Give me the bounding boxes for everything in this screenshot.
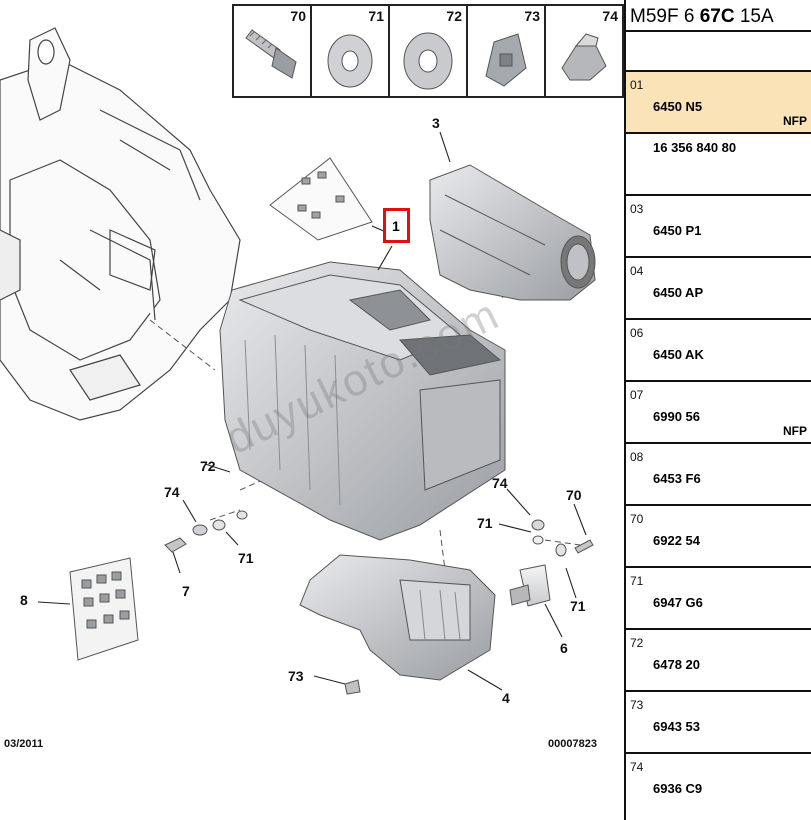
bracket-part xyxy=(509,564,551,607)
clip-kit-card xyxy=(269,157,373,241)
callout-3[interactable]: 3 xyxy=(432,115,440,131)
part-row-03[interactable]: 03 6450 P1 xyxy=(626,196,811,258)
part-ref: 01 xyxy=(630,78,644,92)
callout-71[interactable]: 71 xyxy=(570,598,586,614)
part-row-71[interactable]: 71 6947 G6 xyxy=(626,568,811,630)
part-ref: 07 xyxy=(630,388,644,402)
part-code: 6450 P1 xyxy=(653,223,702,238)
exploded-parts-diagram: 70 71 72 73 74 1 xyxy=(0,4,624,750)
selected-callout-1[interactable]: 1 xyxy=(383,208,410,243)
fastener-shapes xyxy=(164,510,594,695)
panel-header: M59F 6 67C 15A xyxy=(626,0,811,32)
part-code: 6453 F6 xyxy=(653,471,701,486)
footer-date: 03/2011 xyxy=(4,738,44,750)
flange-nut-icon xyxy=(561,33,607,81)
thumb-number: 70 xyxy=(290,8,306,24)
thumb-70[interactable]: 70 xyxy=(232,4,312,98)
part-code: 6478 20 xyxy=(653,657,700,672)
thumb-number: 71 xyxy=(368,8,384,24)
part-ref: 08 xyxy=(630,450,644,464)
thumb-number: 73 xyxy=(524,8,540,24)
left-housing-outline xyxy=(0,27,241,421)
callout-label: 1 xyxy=(392,218,400,234)
part-row-74[interactable]: 74 6936 C9 xyxy=(626,754,811,816)
part-row-04[interactable]: 04 6450 AP xyxy=(626,258,811,320)
clip-nut-icon xyxy=(485,33,527,87)
part-row-70[interactable]: 70 6922 54 xyxy=(626,506,811,568)
callout-73[interactable]: 73 xyxy=(288,668,304,684)
header-prefix: M59F 6 xyxy=(630,6,695,27)
part-ref: 06 xyxy=(630,326,644,340)
part-alt-code: 16 356 840 80 xyxy=(653,140,737,155)
duct-part xyxy=(429,164,596,301)
part-tag: NFP xyxy=(783,424,807,438)
part-code: 6943 53 xyxy=(653,719,700,734)
part-alt-row[interactable]: 16 356 840 80 xyxy=(626,134,811,196)
washer-icon xyxy=(327,34,373,88)
callout-71[interactable]: 71 xyxy=(238,550,254,566)
part-ref: 04 xyxy=(630,264,644,278)
part-row-08[interactable]: 08 6453 F6 xyxy=(626,444,811,506)
thumb-74[interactable]: 74 xyxy=(544,4,624,98)
part-row-73[interactable]: 73 6943 53 xyxy=(626,692,811,754)
leader-lines xyxy=(37,131,587,691)
panel-blank-row xyxy=(626,32,811,72)
part-row-72[interactable]: 72 6478 20 xyxy=(626,630,811,692)
thumb-73[interactable]: 73 xyxy=(466,4,546,98)
washer-icon xyxy=(403,32,453,90)
part-code: 6450 AP xyxy=(653,285,704,300)
part-code: 6450 AK xyxy=(653,347,704,362)
part-row-01[interactable]: 01 6450 N5 NFP xyxy=(626,72,811,134)
part-ref: 74 xyxy=(630,760,644,774)
callout-4[interactable]: 4 xyxy=(502,690,510,706)
thumb-72[interactable]: 72 xyxy=(388,4,468,98)
part-ref: 71 xyxy=(630,574,644,588)
header-bold: 67C xyxy=(699,6,735,27)
callout-72[interactable]: 72 xyxy=(200,458,216,474)
part-code: 6922 54 xyxy=(653,533,700,548)
callout-6[interactable]: 6 xyxy=(560,640,568,656)
callout-70[interactable]: 70 xyxy=(566,487,582,503)
part-ref: 03 xyxy=(630,202,644,216)
callout-74[interactable]: 74 xyxy=(164,484,180,500)
part-code: 6450 N5 xyxy=(653,99,703,114)
part-code: 6990 56 xyxy=(653,409,700,424)
part-ref: 72 xyxy=(630,636,644,650)
screw-icon xyxy=(245,29,297,79)
lower-tray-part xyxy=(299,554,496,681)
callout-74[interactable]: 74 xyxy=(492,475,508,491)
parts-list-panel: M59F 6 67C 15A 01 6450 N5 NFP 16 356 840… xyxy=(624,0,811,820)
part-ref: 73 xyxy=(630,698,644,712)
main-housing-part xyxy=(219,261,506,541)
footer-ref: 00007823 xyxy=(548,738,597,750)
part-code: 6947 G6 xyxy=(653,595,703,610)
part-row-07[interactable]: 07 6990 56 NFP xyxy=(626,382,811,444)
callout-7[interactable]: 7 xyxy=(182,583,190,599)
thumb-71[interactable]: 71 xyxy=(310,4,390,98)
part-code: 6936 C9 xyxy=(653,781,703,796)
part-tag: NFP xyxy=(783,114,807,128)
part-row-06[interactable]: 06 6450 AK xyxy=(626,320,811,382)
thumb-number: 74 xyxy=(602,8,618,24)
part-ref: 70 xyxy=(630,512,644,526)
thumb-number: 72 xyxy=(446,8,462,24)
callout-8[interactable]: 8 xyxy=(20,592,28,608)
header-suffix: 15A xyxy=(739,6,774,27)
clip-kit-part xyxy=(69,557,139,661)
diagram-drawing xyxy=(0,27,596,695)
callout-71[interactable]: 71 xyxy=(477,515,493,531)
